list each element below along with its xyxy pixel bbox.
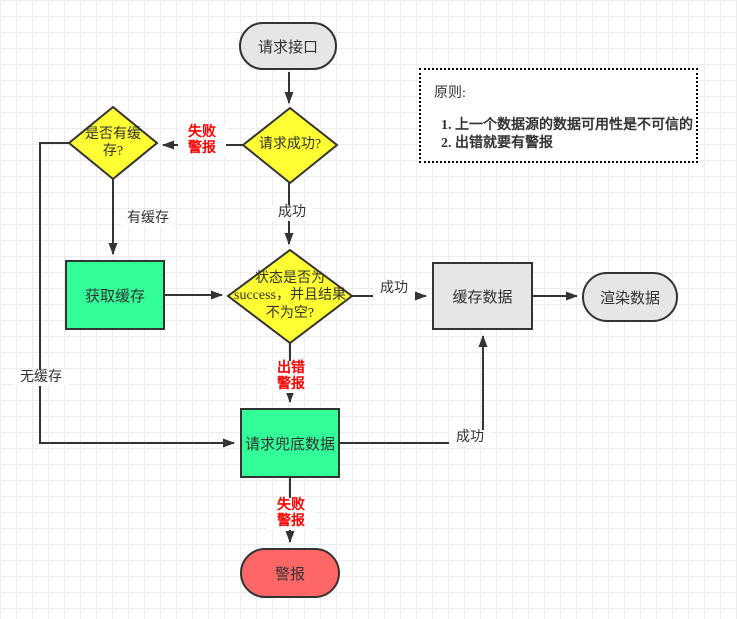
edge-label-error-alert-line1: 出错 [277, 361, 305, 376]
edge-label-fail-alert-top: 失败 警报 [178, 125, 226, 158]
node-alert: 警报 [240, 548, 340, 598]
node-alert-label: 警报 [274, 566, 305, 583]
principles-note-item-2: 2. 出错就要有警报 [441, 136, 553, 152]
principles-note-item-1: 1. 上一个数据源的数据可用性是不可信的 [441, 118, 693, 133]
decision-request-success-shape [241, 106, 339, 185]
node-cache-data: 缓存数据 [432, 262, 533, 330]
edge-label-fail-alert-bottom-line2: 警报 [277, 514, 305, 530]
node-get-cache-label: 获取缓存 [84, 288, 145, 305]
decision-status-check-shape [226, 248, 354, 345]
node-start: 请求接口 [239, 22, 337, 70]
decision-has-cache-shape [67, 105, 159, 181]
node-render-data-label: 渲染数据 [599, 290, 660, 307]
node-start-label: 请求接口 [257, 39, 318, 56]
edge-label-success-mid: 成功 [373, 281, 415, 298]
edge-label-success-top: 成功 [271, 205, 313, 222]
edge-label-fail-alert-top-line2: 警报 [188, 141, 216, 157]
principles-note: 原则: 1. 上一个数据源的数据可用性是不可信的 2. 出错就要有警报 [419, 68, 698, 163]
edge-label-success-bottom: 成功 [449, 430, 491, 447]
principles-note-title: 原则: [434, 86, 466, 101]
edge-label-fail-alert-bottom: 失败 警报 [267, 498, 315, 531]
node-fallback-label: 请求兜底数据 [244, 436, 335, 453]
principles-note-items: 1. 上一个数据源的数据可用性是不可信的 2. 出错就要有警报 [441, 117, 696, 153]
edge-label-error-alert-line2: 警报 [277, 377, 305, 393]
node-cache-data-label: 缓存数据 [452, 289, 513, 306]
node-render-data: 渲染数据 [582, 272, 678, 322]
node-fallback: 请求兜底数据 [240, 408, 340, 478]
edge-label-has-cache: 有缓存 [121, 211, 175, 228]
node-get-cache: 获取缓存 [65, 260, 165, 330]
edge-label-fail-alert-top-line1: 失败 [188, 125, 216, 140]
edge-has-cache-to-fallback [39, 142, 235, 448]
edge-fallback-to-cache-data [340, 335, 488, 444]
edge-label-error-alert: 出错 警报 [267, 361, 315, 394]
edge-label-no-cache: 无缓存 [14, 370, 68, 387]
edge-label-fail-alert-bottom-line1: 失败 [277, 498, 305, 513]
